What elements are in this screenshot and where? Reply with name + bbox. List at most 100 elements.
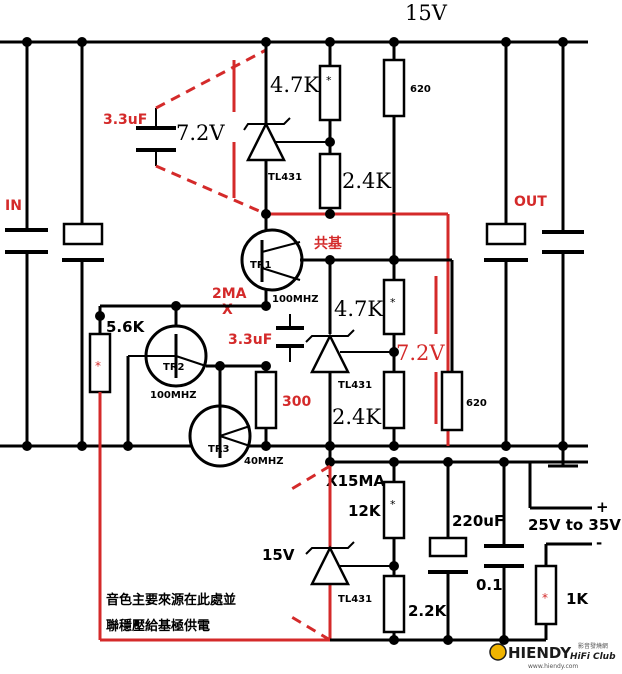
star-mark: * [95, 359, 101, 373]
lower-cap-220uf [428, 536, 468, 558]
node-dot [95, 311, 105, 321]
lower-r-bottom [382, 574, 406, 634]
supply-label: 15V [405, 1, 448, 25]
node-dot [389, 561, 399, 571]
mid-tl431-symbol [309, 333, 351, 374]
mid-tl431-cathode [305, 329, 355, 343]
node-dot [77, 37, 87, 47]
lower-red-dash-top [289, 464, 331, 492]
node-dot [501, 37, 511, 47]
node-dot [325, 209, 335, 219]
upper-r-right [382, 58, 406, 118]
mid-zener-label: 7.2V [396, 341, 445, 365]
node-dot [443, 457, 453, 467]
lower-r-right-label: 1K [566, 590, 589, 608]
upper-cap-red-lead-top [155, 48, 267, 110]
upper-tl431-cathode [243, 117, 291, 131]
node-dot [77, 441, 87, 451]
logo-main-text: HIENDY [508, 644, 572, 662]
lower-minus: - [596, 534, 602, 552]
lower-tl431-symbol [309, 545, 351, 586]
mid-r-bottom-label: 2.4K [332, 405, 381, 429]
tr1-name: TR1 [250, 260, 272, 271]
annotation-line-2: 聯穩壓給基極供電 [106, 618, 210, 634]
node-dot [443, 635, 453, 645]
in-label: IN [5, 198, 22, 214]
upper-r-top-label: 4.7K [270, 73, 319, 97]
node-dot [325, 457, 335, 467]
lower-red-dash-bottom [289, 614, 331, 642]
star-mark: * [390, 296, 396, 309]
r-300 [254, 370, 278, 430]
node-dot [389, 635, 399, 645]
mid-r-right-label: 620 [466, 398, 487, 409]
upper-cap-label: 3.3uF [103, 112, 147, 128]
node-dot [558, 441, 568, 451]
hiendy-logo: HIENDY HiFi Club 影音發燒網 www.hiendy.com [489, 642, 616, 670]
r-5-6k-label: 5.6K [106, 318, 146, 336]
bias-current: 2MA [212, 286, 247, 302]
tr1-freq: 100MHZ [272, 294, 318, 305]
mid-cap-label: 3.3uF [228, 332, 272, 348]
node-dot [389, 457, 399, 467]
node-dot [389, 441, 399, 451]
bias-mark: X [222, 302, 233, 318]
node-dot [501, 441, 511, 451]
lower-tl431-label: TL431 [338, 594, 372, 605]
upper-zener-label: 7.2V [176, 121, 225, 145]
tr2-emitter [175, 355, 207, 367]
tr1-collector [261, 241, 301, 253]
lower-current: X15MA [326, 472, 385, 490]
upper-r-bottom [318, 152, 342, 210]
tr3-emitter [219, 435, 251, 447]
node-dot [22, 441, 32, 451]
star-mark: * [542, 591, 548, 605]
lower-r-top-label: 12K [348, 502, 382, 520]
node-dot [215, 361, 225, 371]
lower-input-label: 25V to 35V [528, 516, 621, 534]
tr1-note: 共基 [314, 235, 343, 252]
out-electrolytic-cap [485, 222, 527, 246]
lower-tl431-cathode [305, 541, 355, 555]
node-dot [499, 457, 509, 467]
node-dot [325, 37, 335, 47]
mid-r-bottom [382, 370, 406, 430]
annotation-line-1: 音色主要來源在此處並 [106, 592, 236, 608]
star-mark: * [390, 498, 396, 511]
upper-cap-red-lead-bottom [155, 164, 267, 216]
node-dot [325, 137, 335, 147]
out-label: OUT [514, 194, 547, 210]
node-dot [389, 37, 399, 47]
lower-zener-label: 15V [262, 546, 295, 564]
tr2-freq: 100MHZ [150, 390, 196, 401]
upper-tl431-label: TL431 [268, 172, 302, 183]
node-dot [389, 347, 399, 357]
node-dot [499, 635, 509, 645]
tr3-freq: 40MHZ [244, 456, 284, 467]
logo-emblem-icon [489, 643, 507, 661]
node-dot [22, 37, 32, 47]
tr1-emitter [261, 267, 301, 281]
lower-cap-big-label: 220uF [452, 512, 504, 530]
upper-tl431-symbol [245, 121, 287, 162]
mid-r-top-label: 4.7K [334, 297, 383, 321]
node-dot [558, 37, 568, 47]
node-dot [261, 441, 271, 451]
node-dot [123, 441, 133, 451]
lower-cap-small-label: 0.1 [476, 576, 503, 594]
upper-r-bottom-label: 2.4K [342, 169, 391, 193]
mid-r-right [440, 370, 464, 432]
lower-r-bottom-label: 2.2K [408, 602, 448, 620]
mid-tl431-label: TL431 [338, 380, 372, 391]
tr3-base [219, 425, 251, 437]
logo-sub-text: 影音發燒網 [578, 642, 608, 650]
tr2-name: TR2 [163, 362, 185, 373]
star-mark: * [326, 74, 332, 87]
node-dot [261, 361, 271, 371]
logo-club-text: HiFi Club [570, 652, 616, 662]
logo-url-text: www.hiendy.com [528, 663, 578, 670]
node-dot [261, 301, 271, 311]
in-electrolytic-cap [62, 222, 104, 246]
upper-r-right-label: 620 [410, 84, 431, 95]
tr3-name: TR3 [208, 444, 230, 455]
